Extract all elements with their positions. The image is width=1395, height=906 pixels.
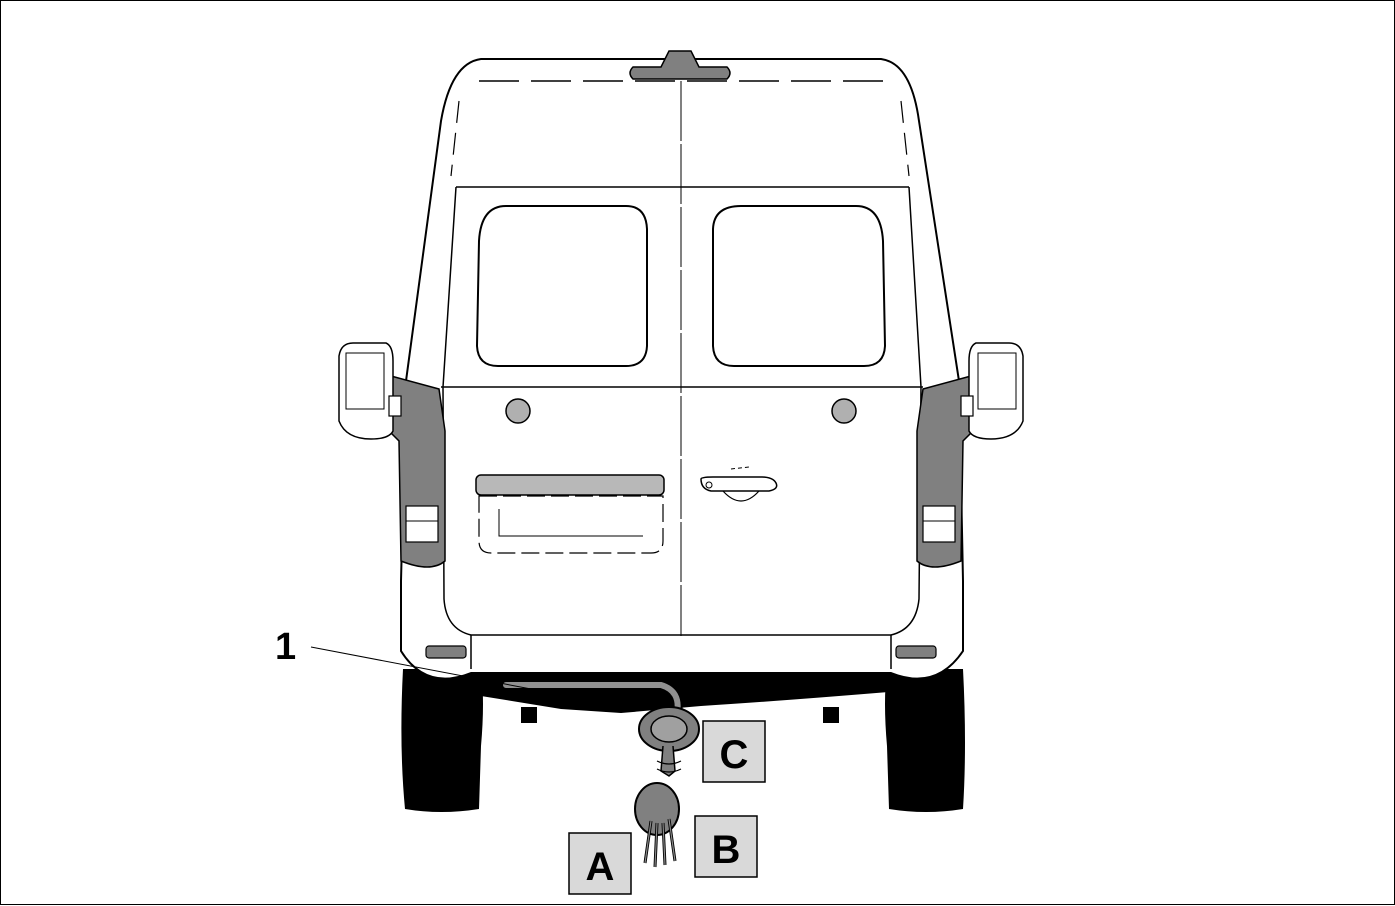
left-tail-light	[388, 375, 446, 568]
left-reflector	[425, 645, 467, 659]
left-rear-window	[475, 205, 648, 367]
label-c: C	[720, 733, 749, 777]
callout-1-leader	[310, 646, 532, 690]
label-c-box	[702, 720, 766, 783]
cable-plug	[634, 782, 680, 868]
left-door-knob	[505, 398, 531, 424]
license-plate-recess	[478, 495, 664, 554]
handle-strip	[475, 474, 665, 496]
van-body	[400, 58, 964, 680]
third-brake-light	[629, 50, 731, 80]
label-a: A	[586, 845, 615, 889]
right-door-knob	[831, 398, 857, 424]
right-rear-window	[712, 205, 887, 367]
label-a-box	[568, 832, 632, 895]
door-handle	[700, 466, 778, 502]
right-rear-tire	[885, 669, 965, 812]
callout-1-label: 1	[275, 626, 296, 668]
hitch-bracket-right	[823, 707, 839, 723]
left-rear-tire	[401, 669, 483, 812]
label-b: B	[712, 828, 741, 872]
right-side-mirror	[960, 342, 1024, 440]
label-b-box	[694, 815, 758, 878]
right-reflector	[895, 645, 937, 659]
trailer-socket	[638, 706, 700, 777]
hitch-bracket-left	[521, 707, 537, 723]
left-side-mirror	[338, 342, 402, 440]
right-tail-light	[916, 375, 974, 568]
